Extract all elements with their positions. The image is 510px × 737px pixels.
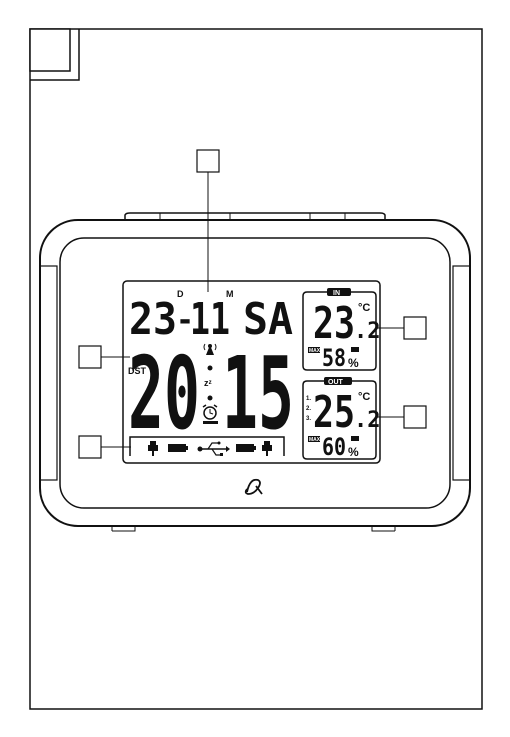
outdoor-temp-decimal: .2 <box>354 408 381 433</box>
top-buttons <box>125 213 385 220</box>
label-d: D <box>177 289 184 299</box>
outdoor-badge: OUT <box>328 379 344 386</box>
svg-text:3.: 3. <box>306 416 311 422</box>
indoor-humidity-unit: % <box>348 356 359 370</box>
outdoor-humidity: 60 <box>322 433 346 461</box>
svg-text:2.: 2. <box>306 406 311 412</box>
svg-text:1.: 1. <box>306 396 311 402</box>
outdoor-humidity-unit: % <box>348 445 359 459</box>
indoor-temp-decimal: .2 <box>354 319 381 344</box>
indoor-unit: °C <box>358 302 370 314</box>
outdoor-unit: °C <box>358 391 370 403</box>
indoor-temp: 23 <box>313 298 355 349</box>
indoor-badge: IN <box>333 290 340 297</box>
indoor-humidity: 58 <box>322 344 346 372</box>
battery-icon <box>168 444 188 452</box>
label-m: M <box>226 289 234 299</box>
page-number-box <box>30 29 70 71</box>
outdoor-max: MAX <box>309 437 321 443</box>
time-minutes: 15 <box>222 335 294 452</box>
snooze-icon: zᶻ <box>204 378 212 388</box>
outdoor-temp: 25 <box>313 387 355 438</box>
indoor-max: MAX <box>309 348 321 354</box>
time-hours: 20 <box>128 335 200 452</box>
